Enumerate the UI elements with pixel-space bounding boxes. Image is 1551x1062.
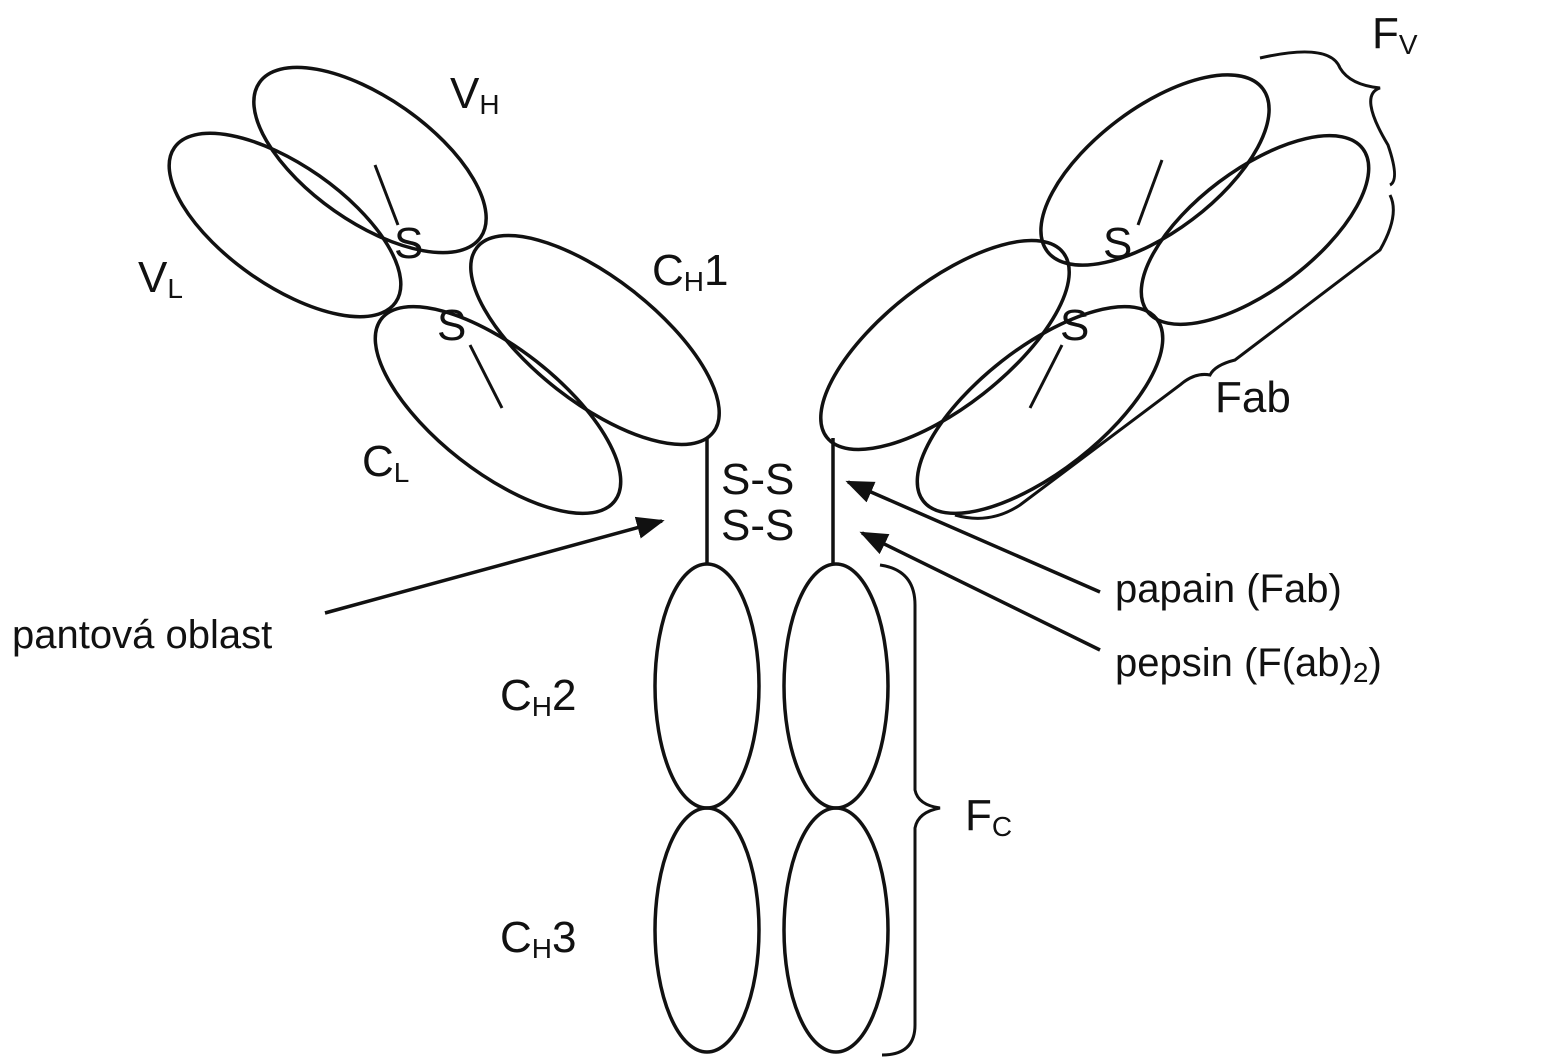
ch3-domain-right — [784, 808, 888, 1052]
braces — [880, 52, 1395, 1055]
disulfide-s-left-2: S — [437, 301, 466, 350]
domain-labels: VH VL CH1 CL CH2 CH3 — [138, 69, 729, 964]
hinge-disulfide-row-2: S-S — [721, 501, 794, 550]
label-ch2: CH2 — [500, 671, 577, 722]
cl-domain-left — [343, 270, 653, 550]
annotation-labels: pantová oblast papain (Fab) pepsin (F(ab… — [12, 567, 1382, 688]
fc-brace — [880, 565, 940, 1055]
label-vh: VH — [450, 69, 500, 120]
hinge-arrow — [325, 521, 662, 613]
label-hinge-region: pantová oblast — [12, 613, 272, 657]
intrachain-line-right-2 — [1030, 345, 1062, 408]
label-fv: FV — [1372, 9, 1418, 60]
label-fab: Fab — [1215, 373, 1291, 422]
ch1-domain-left — [439, 199, 752, 481]
ch2-domain-left — [655, 564, 759, 808]
label-papain: papain (Fab) — [1115, 567, 1342, 611]
right-fab-arm — [789, 39, 1399, 550]
vh-domain-right — [1010, 39, 1300, 301]
disulfide-labels: S S S S S-S S-S — [394, 219, 1132, 550]
intrachain-line-left-2 — [470, 345, 502, 408]
papain-arrow — [848, 482, 1100, 592]
ch2-domain-right — [784, 564, 888, 808]
label-fc: FC — [965, 791, 1012, 842]
hinge-disulfide-row-1: S-S — [721, 455, 794, 504]
intrachain-line-left-1 — [375, 165, 398, 225]
label-ch3: CH3 — [500, 913, 577, 964]
vl-domain-right — [1111, 101, 1399, 359]
disulfide-s-right-1: S — [1103, 219, 1132, 268]
region-labels: FV Fab FC — [965, 9, 1418, 842]
pepsin-arrow — [862, 533, 1100, 650]
label-cl: CL — [362, 437, 409, 488]
label-pepsin: pepsin (F(ab)2) — [1115, 641, 1382, 688]
label-ch1: CH1 — [652, 246, 729, 297]
fv-brace — [1260, 52, 1395, 185]
label-vl: VL — [138, 253, 183, 304]
ch1-domain-right — [789, 204, 1102, 486]
disulfide-s-right-2: S — [1060, 301, 1089, 350]
intrachain-line-right-1 — [1138, 160, 1162, 225]
fc-stem — [655, 564, 888, 1052]
ch3-domain-left — [655, 808, 759, 1052]
disulfide-s-left-1: S — [394, 219, 423, 268]
